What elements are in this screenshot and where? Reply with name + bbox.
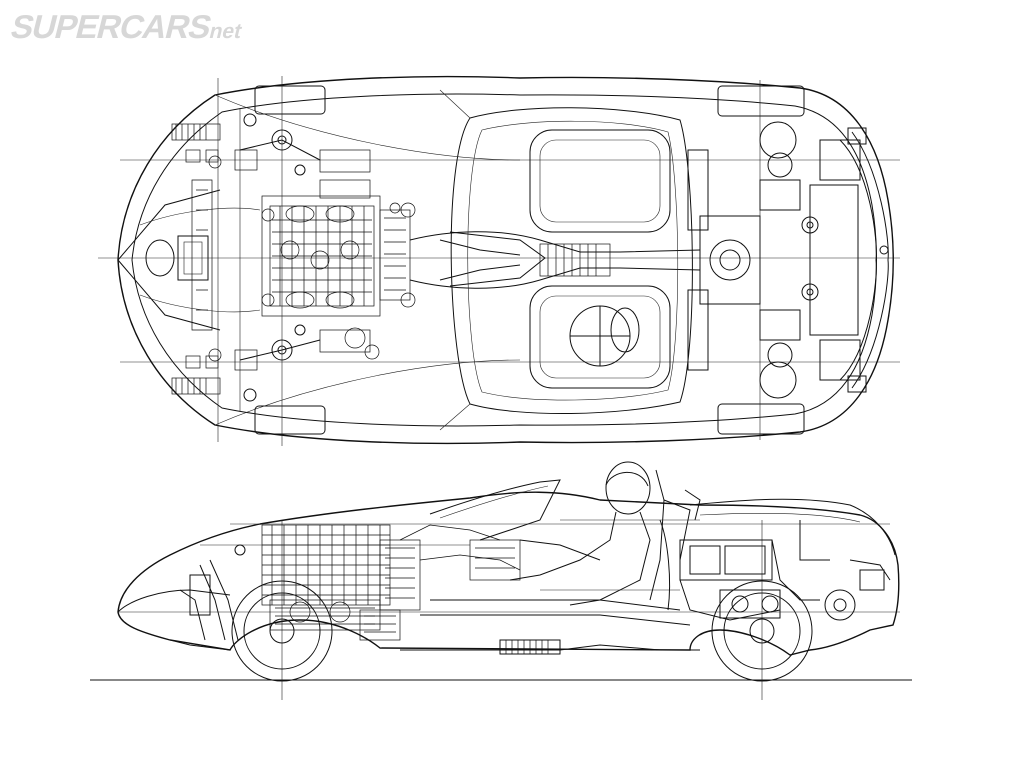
right-seat: [529, 285, 671, 389]
left-seat: [529, 129, 671, 233]
rear-transaxle: [679, 520, 891, 621]
side-body-outline: [117, 491, 900, 656]
rear-left-wheel: [717, 85, 805, 117]
side-view: [90, 461, 912, 700]
top-body-outline: [117, 75, 894, 445]
top-view: [98, 75, 900, 446]
side-engine-block: [261, 524, 521, 641]
top-cockpit-outline: [450, 107, 693, 415]
top-body-inner-line: [131, 93, 877, 427]
windscreen: [429, 479, 561, 541]
top-engine-block: [261, 195, 416, 317]
driver-figure: [509, 461, 691, 606]
rear-right-wheel: [717, 403, 805, 435]
top-rear-structure: [687, 121, 889, 399]
front-left-wheel: [254, 85, 326, 115]
steering-wheel: [569, 305, 640, 367]
exhaust-pipe: [400, 599, 700, 655]
front-right-wheel: [254, 405, 326, 435]
